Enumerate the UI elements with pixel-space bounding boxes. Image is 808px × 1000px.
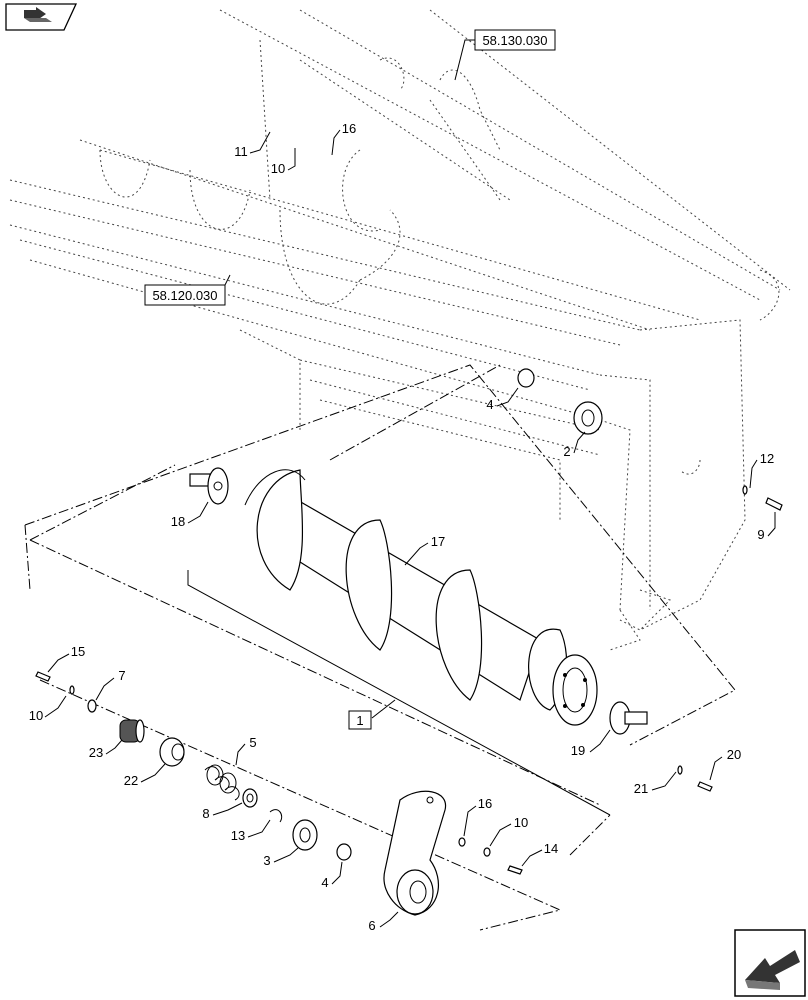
callout-21[interactable]: 21	[634, 781, 648, 796]
reference-box-left[interactable]: 58.120.030	[144, 274, 231, 306]
callout-13[interactable]: 13	[231, 828, 245, 843]
callout-9[interactable]: 9	[757, 527, 764, 542]
callout-23[interactable]: 23	[89, 745, 103, 760]
callout-3[interactable]: 3	[263, 853, 270, 868]
assembly-bracket	[187, 570, 611, 816]
bearing-top	[517, 368, 603, 435]
assembly-outline	[24, 364, 736, 931]
main-auger	[244, 469, 598, 726]
callout-19[interactable]: 19	[571, 743, 585, 758]
ring-13	[269, 809, 283, 823]
callout-10-left[interactable]: 10	[29, 708, 43, 723]
reference-box-top[interactable]: 58.130.030	[454, 29, 556, 81]
coupling-23	[119, 719, 145, 743]
callout-1: 1	[356, 713, 363, 728]
callout-6[interactable]: 6	[368, 918, 375, 933]
callout-18[interactable]: 18	[171, 514, 185, 529]
book-arrow-icon[interactable]	[5, 3, 78, 31]
bearing-lower-4	[336, 843, 352, 861]
callout-12[interactable]: 12	[760, 451, 774, 466]
stub-shaft-right	[609, 701, 648, 735]
callout-5[interactable]: 5	[249, 735, 256, 750]
spring-5	[204, 764, 240, 801]
small-parts-20-21	[677, 765, 713, 792]
callout-10-lower[interactable]: 10	[514, 815, 528, 830]
hub-22	[159, 737, 185, 767]
callout-20[interactable]: 20	[727, 747, 741, 762]
arm-6	[383, 790, 447, 916]
callout-8[interactable]: 8	[202, 806, 209, 821]
bolt-right	[742, 485, 783, 511]
callout-16-top[interactable]: 16	[342, 121, 356, 136]
callout-7[interactable]: 7	[118, 668, 125, 683]
reference-label-top: 58.130.030	[482, 33, 547, 48]
callout-17[interactable]: 17	[431, 534, 445, 549]
callout-4-top[interactable]: 4	[486, 397, 493, 412]
header-frame	[9, 9, 791, 651]
callout-22[interactable]: 22	[124, 773, 138, 788]
washer-8	[242, 788, 258, 808]
callout-11[interactable]: 11	[234, 144, 248, 159]
callout-15[interactable]: 15	[71, 644, 85, 659]
callout-box-1[interactable]	[348, 710, 372, 730]
small-parts-lower-right	[458, 837, 523, 875]
next-arrow-icon[interactable]	[734, 929, 806, 997]
callout-16-lower[interactable]: 16	[478, 796, 492, 811]
small-parts-left	[35, 671, 97, 713]
callout-10-top[interactable]: 10	[271, 161, 285, 176]
callout-2[interactable]: 2	[563, 444, 570, 459]
reference-label-left: 58.120.030	[152, 288, 217, 303]
stub-shaft-left	[189, 467, 229, 505]
callouts: 1 2 3 4 4 5 6 7 8 9 10 10 10	[29, 121, 776, 933]
callout-14[interactable]: 14	[544, 841, 558, 856]
bearing-lower-3	[292, 819, 318, 851]
callout-4-bottom[interactable]: 4	[321, 875, 328, 890]
